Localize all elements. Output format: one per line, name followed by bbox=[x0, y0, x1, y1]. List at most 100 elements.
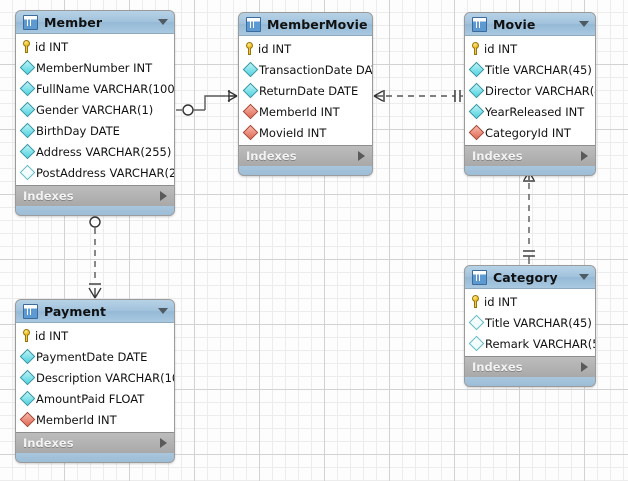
chevron-down-icon[interactable] bbox=[158, 19, 168, 25]
indexes-bar[interactable]: Indexes bbox=[16, 432, 174, 453]
table-payment-title: Payment bbox=[44, 303, 107, 319]
table-movie-columns: id INT Title VARCHAR(45) Director VARCHA… bbox=[465, 36, 595, 145]
foreign-key-icon bbox=[242, 124, 259, 141]
table-icon bbox=[472, 16, 487, 32]
foreign-key-icon bbox=[242, 103, 259, 120]
column-row[interactable]: Title VARCHAR(45) bbox=[465, 312, 595, 333]
chevron-down-icon[interactable] bbox=[158, 308, 168, 314]
column-row[interactable]: Director VARCHAR(45) bbox=[465, 80, 595, 101]
column-row[interactable]: id INT bbox=[16, 325, 174, 346]
column-row[interactable]: ReturnDate DATE bbox=[239, 80, 372, 101]
column-row[interactable]: BirthDay DATE bbox=[16, 120, 174, 141]
relationship-member-membermovie[interactable] bbox=[176, 90, 238, 116]
table-category-columns: id INT Title VARCHAR(45) Remark VARCHAR(… bbox=[465, 289, 595, 356]
table-payment-header[interactable]: Payment bbox=[16, 300, 174, 323]
table-icon bbox=[23, 303, 38, 319]
column-row[interactable]: MemberNumber INT bbox=[16, 57, 174, 78]
column-row[interactable]: AmountPaid FLOAT bbox=[16, 388, 174, 409]
relationship-membermovie-movie[interactable] bbox=[373, 90, 463, 102]
column-label: Address VARCHAR(255) bbox=[36, 144, 172, 159]
column-label: MovieId INT bbox=[259, 125, 327, 140]
column-icon bbox=[242, 61, 259, 78]
indexes-bar[interactable]: Indexes bbox=[239, 145, 372, 166]
table-movie-header[interactable]: Movie bbox=[465, 13, 595, 36]
indexes-bar[interactable]: Indexes bbox=[465, 356, 595, 377]
table-member-header[interactable]: Member bbox=[16, 11, 174, 34]
table-payment-columns: id INT PaymentDate DATE Description VARC… bbox=[16, 323, 174, 432]
table-category[interactable]: Category id INT Title VARCHAR(45) Remark… bbox=[464, 265, 596, 387]
column-row[interactable]: YearReleased INT bbox=[465, 101, 595, 122]
table-member-title: Member bbox=[44, 14, 103, 30]
relationship-member-payment[interactable] bbox=[88, 212, 102, 299]
expand-right-icon[interactable] bbox=[581, 362, 588, 372]
column-label: id INT bbox=[484, 294, 518, 309]
table-footer bbox=[239, 166, 372, 175]
column-row[interactable]: id INT bbox=[16, 36, 174, 57]
column-row[interactable]: id INT bbox=[465, 291, 595, 312]
column-icon bbox=[468, 61, 485, 78]
column-label: id INT bbox=[35, 328, 69, 343]
table-membermovie[interactable]: MemberMovie id INT TransactionDate DATE … bbox=[238, 12, 373, 176]
column-row[interactable]: Title VARCHAR(45) bbox=[465, 59, 595, 80]
column-label: id INT bbox=[258, 41, 292, 56]
column-label: YearReleased INT bbox=[485, 104, 585, 119]
column-row[interactable]: Description VARCHAR(100) bbox=[16, 367, 174, 388]
column-row[interactable]: TransactionDate DATE bbox=[239, 59, 372, 80]
column-label: TransactionDate DATE bbox=[259, 62, 372, 77]
indexes-bar[interactable]: Indexes bbox=[16, 185, 174, 206]
column-label: AmountPaid FLOAT bbox=[36, 391, 145, 406]
column-label: CategoryId INT bbox=[485, 125, 571, 140]
column-label: PostAddress VARCHAR(255) bbox=[36, 165, 175, 180]
chevron-down-icon[interactable] bbox=[579, 21, 589, 27]
column-row[interactable]: MovieId INT bbox=[239, 122, 372, 143]
column-icon bbox=[19, 390, 36, 407]
indexes-label: Indexes bbox=[472, 360, 523, 374]
column-row[interactable]: FullName VARCHAR(100) bbox=[16, 78, 174, 99]
expand-right-icon[interactable] bbox=[358, 151, 365, 161]
column-row[interactable]: MemberId INT bbox=[239, 101, 372, 122]
expand-right-icon[interactable] bbox=[160, 438, 167, 448]
column-row[interactable]: PostAddress VARCHAR(255) bbox=[16, 162, 174, 183]
column-label: Description VARCHAR(100) bbox=[36, 370, 174, 385]
column-label: Director VARCHAR(45) bbox=[485, 83, 595, 98]
indexes-bar[interactable]: Indexes bbox=[465, 145, 595, 166]
table-membermovie-header[interactable]: MemberMovie bbox=[239, 13, 372, 36]
column-row[interactable]: Address VARCHAR(255) bbox=[16, 141, 174, 162]
table-movie[interactable]: Movie id INT Title VARCHAR(45) Director … bbox=[464, 12, 596, 176]
column-label: MemberId INT bbox=[36, 412, 117, 427]
table-icon bbox=[472, 269, 487, 285]
table-member[interactable]: Member id INT MemberNumber INT FullName … bbox=[15, 10, 175, 216]
foreign-key-icon bbox=[19, 411, 36, 428]
column-row[interactable]: MemberId INT bbox=[16, 409, 174, 430]
column-icon bbox=[242, 82, 259, 99]
nullable-column-icon bbox=[19, 164, 36, 181]
primary-key-icon bbox=[21, 40, 32, 53]
chevron-down-icon[interactable] bbox=[579, 274, 589, 280]
column-icon bbox=[468, 103, 485, 120]
column-label: Title VARCHAR(45) bbox=[485, 315, 592, 330]
column-label: FullName VARCHAR(100) bbox=[36, 81, 175, 96]
expand-right-icon[interactable] bbox=[160, 191, 167, 201]
table-category-header[interactable]: Category bbox=[465, 266, 595, 289]
table-membermovie-columns: id INT TransactionDate DATE ReturnDate D… bbox=[239, 36, 372, 145]
column-row[interactable]: id INT bbox=[465, 38, 595, 59]
column-icon bbox=[468, 82, 485, 99]
relationship-movie-category[interactable] bbox=[523, 171, 535, 264]
indexes-label: Indexes bbox=[246, 149, 297, 163]
table-category-title: Category bbox=[493, 269, 558, 285]
table-payment[interactable]: Payment id INT PaymentDate DATE Descript… bbox=[15, 299, 175, 463]
table-footer bbox=[465, 166, 595, 175]
column-row[interactable]: Remark VARCHAR(500) bbox=[465, 333, 595, 354]
column-icon bbox=[19, 369, 36, 386]
column-icon bbox=[19, 348, 36, 365]
expand-right-icon[interactable] bbox=[581, 151, 588, 161]
column-label: MemberId INT bbox=[259, 104, 340, 119]
column-row[interactable]: id INT bbox=[239, 38, 372, 59]
column-row[interactable]: Gender VARCHAR(1) bbox=[16, 99, 174, 120]
primary-key-icon bbox=[21, 329, 32, 342]
table-footer bbox=[16, 453, 174, 462]
column-row[interactable]: PaymentDate DATE bbox=[16, 346, 174, 367]
chevron-down-icon[interactable] bbox=[371, 21, 372, 27]
column-row[interactable]: CategoryId INT bbox=[465, 122, 595, 143]
